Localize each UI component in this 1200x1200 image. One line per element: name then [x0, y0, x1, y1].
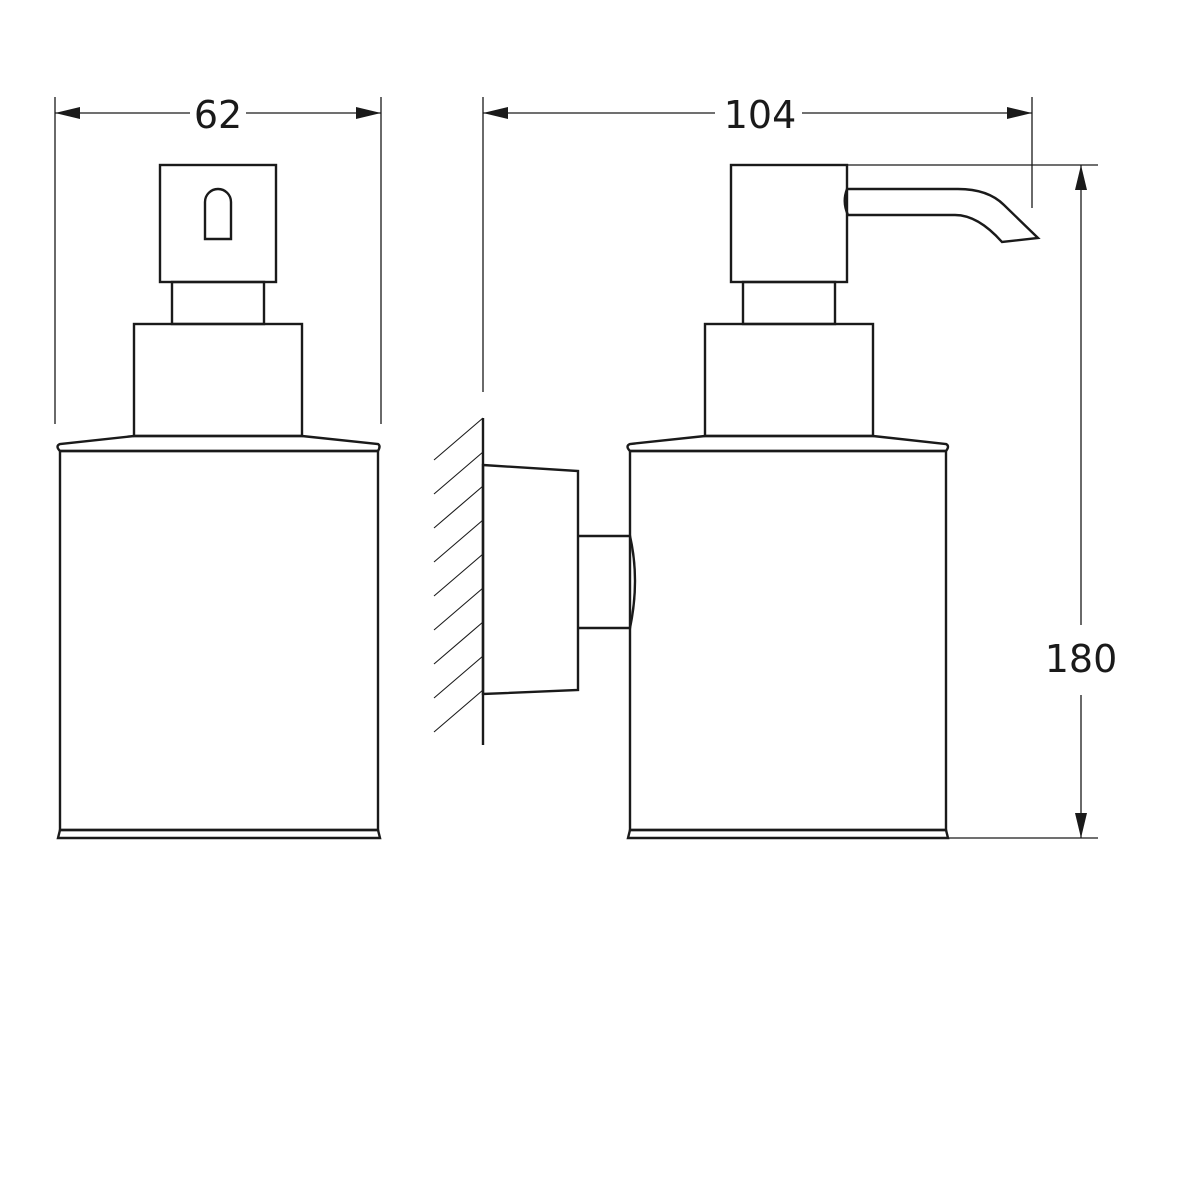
front-keyhole-slot — [203, 187, 233, 241]
dim-label-width: 62 — [194, 93, 242, 137]
wall-hatching — [433, 417, 484, 733]
side-base-rim — [626, 828, 950, 840]
front-pump-neck — [170, 280, 266, 326]
front-base-rim — [56, 828, 382, 840]
side-shoulder — [626, 434, 950, 453]
height-dim-arrow-bottom — [1075, 813, 1087, 838]
front-dim-arrow-left — [55, 107, 80, 119]
dim-label-height: 180 — [1045, 637, 1118, 681]
side-spout — [843, 187, 1041, 244]
side-collar — [703, 322, 875, 438]
side-view: 104 180 — [481, 93, 1118, 840]
front-pump-head — [158, 163, 278, 284]
front-view: 62 — [54, 93, 382, 840]
side-connector-arm — [578, 534, 637, 630]
side-pump-neck — [741, 280, 837, 326]
wall-section — [433, 417, 485, 745]
front-shoulder — [56, 434, 381, 453]
side-dim-arrow-left — [483, 107, 508, 119]
side-wall-bracket — [481, 463, 580, 696]
front-dim-arrow-right — [356, 107, 381, 119]
front-bottle-body — [58, 449, 380, 832]
dim-label-depth: 104 — [724, 93, 797, 137]
side-dim-arrow-right — [1007, 107, 1032, 119]
height-dim-arrow-top — [1075, 165, 1087, 190]
side-pump-head — [729, 163, 849, 284]
front-collar — [132, 322, 304, 438]
side-bottle-body — [628, 449, 948, 832]
